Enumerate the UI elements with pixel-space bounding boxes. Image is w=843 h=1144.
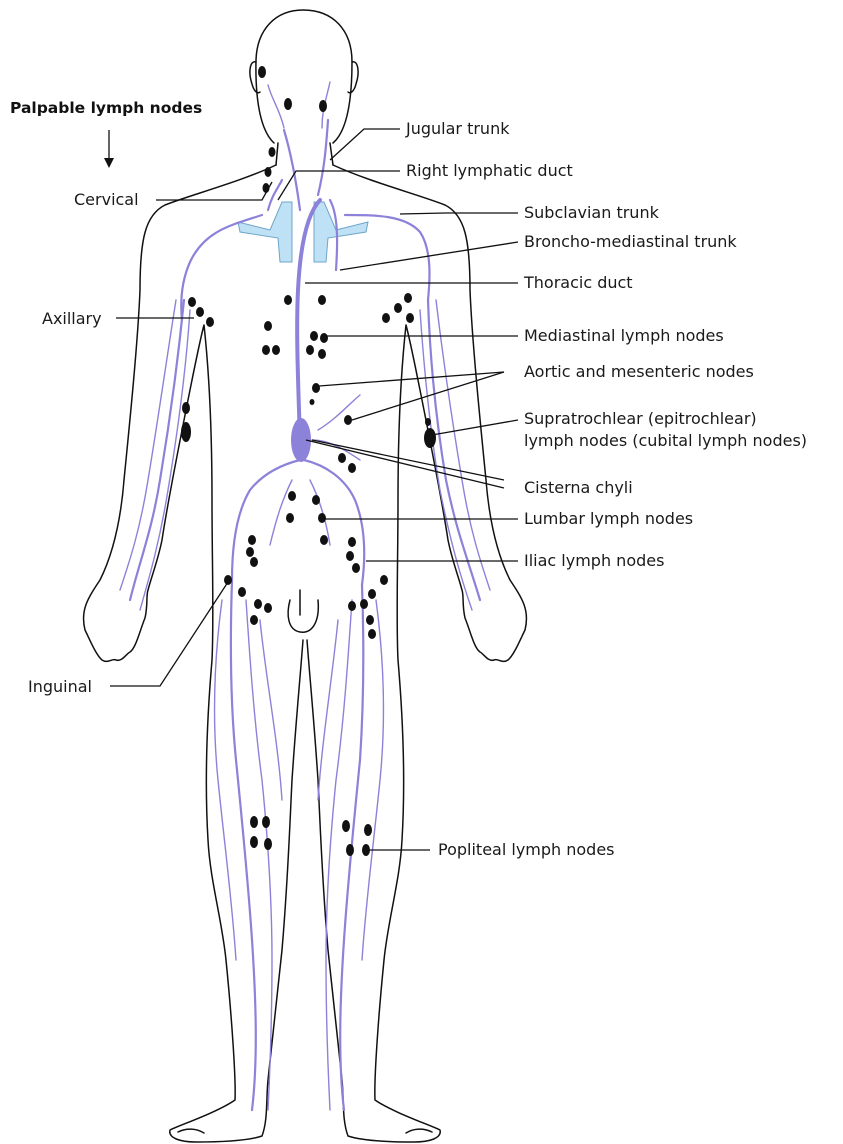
lymph-node xyxy=(318,295,326,305)
lymph-node xyxy=(404,293,412,303)
lymph-vessels xyxy=(120,82,490,1110)
lymph-node xyxy=(424,428,436,448)
lymph-node xyxy=(346,844,354,856)
lymph-node xyxy=(368,629,376,639)
lymph-node xyxy=(269,147,276,157)
lymph-node xyxy=(368,589,376,599)
lymph-node xyxy=(319,100,327,112)
lymph-node xyxy=(248,535,256,545)
lymph-node xyxy=(338,453,346,463)
lymph-node xyxy=(224,575,232,585)
lymph-node xyxy=(262,816,270,828)
lymph-node xyxy=(318,349,326,359)
label-axillary: Axillary xyxy=(42,309,102,328)
lymph-node xyxy=(182,402,190,414)
lymph-node xyxy=(406,313,414,323)
lymph-node xyxy=(238,587,246,597)
label-cisterna-chyli: Cisterna chyli xyxy=(524,478,633,497)
lymph-node xyxy=(250,816,258,828)
lymph-node xyxy=(196,307,204,317)
label-right-lymphatic-duct: Right lymphatic duct xyxy=(406,161,573,180)
label-aortic-mesenteric: Aortic and mesenteric nodes xyxy=(524,362,754,381)
lymph-node xyxy=(250,615,258,625)
label-inguinal: Inguinal xyxy=(28,677,92,696)
lymph-node xyxy=(310,331,318,341)
lymph-node xyxy=(264,838,272,850)
lymph-node xyxy=(318,513,326,523)
lymph-node xyxy=(284,98,292,110)
lymph-node xyxy=(364,824,372,836)
label-cervical: Cervical xyxy=(74,190,139,209)
lymph-node xyxy=(288,491,296,501)
lymph-node xyxy=(286,513,294,523)
lymph-node xyxy=(284,295,292,305)
lymph-node xyxy=(366,615,374,625)
label-broncho-mediastinal-trunk: Broncho-mediastinal trunk xyxy=(524,232,737,251)
lymph-node xyxy=(348,537,356,547)
lymph-node xyxy=(344,415,352,425)
lymph-node xyxy=(306,345,314,355)
lymph-node xyxy=(310,399,315,405)
lymph-node xyxy=(188,297,196,307)
label-popliteal-nodes: Popliteal lymph nodes xyxy=(438,840,615,859)
leader-lines xyxy=(104,129,518,850)
lymph-node xyxy=(312,495,320,505)
lymph-node xyxy=(254,599,262,609)
label-jugular-trunk: Jugular trunk xyxy=(405,119,510,138)
label-supratrochlear-2: lymph nodes (cubital lymph nodes) xyxy=(524,431,807,450)
lymph-node xyxy=(342,820,350,832)
label-subclavian-trunk: Subclavian trunk xyxy=(524,203,660,222)
lymph-node xyxy=(246,547,254,557)
label-supratrochlear-1: Supratrochlear (epitrochlear) xyxy=(524,409,757,428)
lymph-node xyxy=(265,167,272,177)
lymph-node xyxy=(250,836,258,848)
lymph-node xyxy=(262,345,270,355)
label-lumbar-nodes: Lumbar lymph nodes xyxy=(524,509,693,528)
heading: Palpable lymph nodes xyxy=(10,99,202,117)
lymph-node xyxy=(380,575,388,585)
lymph-node xyxy=(264,603,272,613)
lymph-node xyxy=(425,418,431,426)
lymph-node xyxy=(272,345,280,355)
label-mediastinal-nodes: Mediastinal lymph nodes xyxy=(524,326,724,345)
label-iliac-nodes: Iliac lymph nodes xyxy=(524,551,664,570)
lymph-node xyxy=(258,66,266,78)
lymph-node xyxy=(360,599,368,609)
labels: Palpable lymph nodes Cervical Axillary I… xyxy=(10,99,807,859)
lymph-node xyxy=(264,321,272,331)
lymph-node xyxy=(348,601,356,611)
lymph-node xyxy=(346,551,354,561)
lymph-node xyxy=(352,563,360,573)
lymph-node xyxy=(312,383,320,393)
lymph-node xyxy=(382,313,390,323)
label-thoracic-duct: Thoracic duct xyxy=(523,273,633,292)
lymph-node xyxy=(206,317,214,327)
lymph-node xyxy=(320,535,328,545)
lymph-node xyxy=(394,303,402,313)
lymph-node xyxy=(250,557,258,567)
lymph-node xyxy=(320,333,328,343)
lymph-node xyxy=(181,422,191,442)
lymph-node xyxy=(348,463,356,473)
